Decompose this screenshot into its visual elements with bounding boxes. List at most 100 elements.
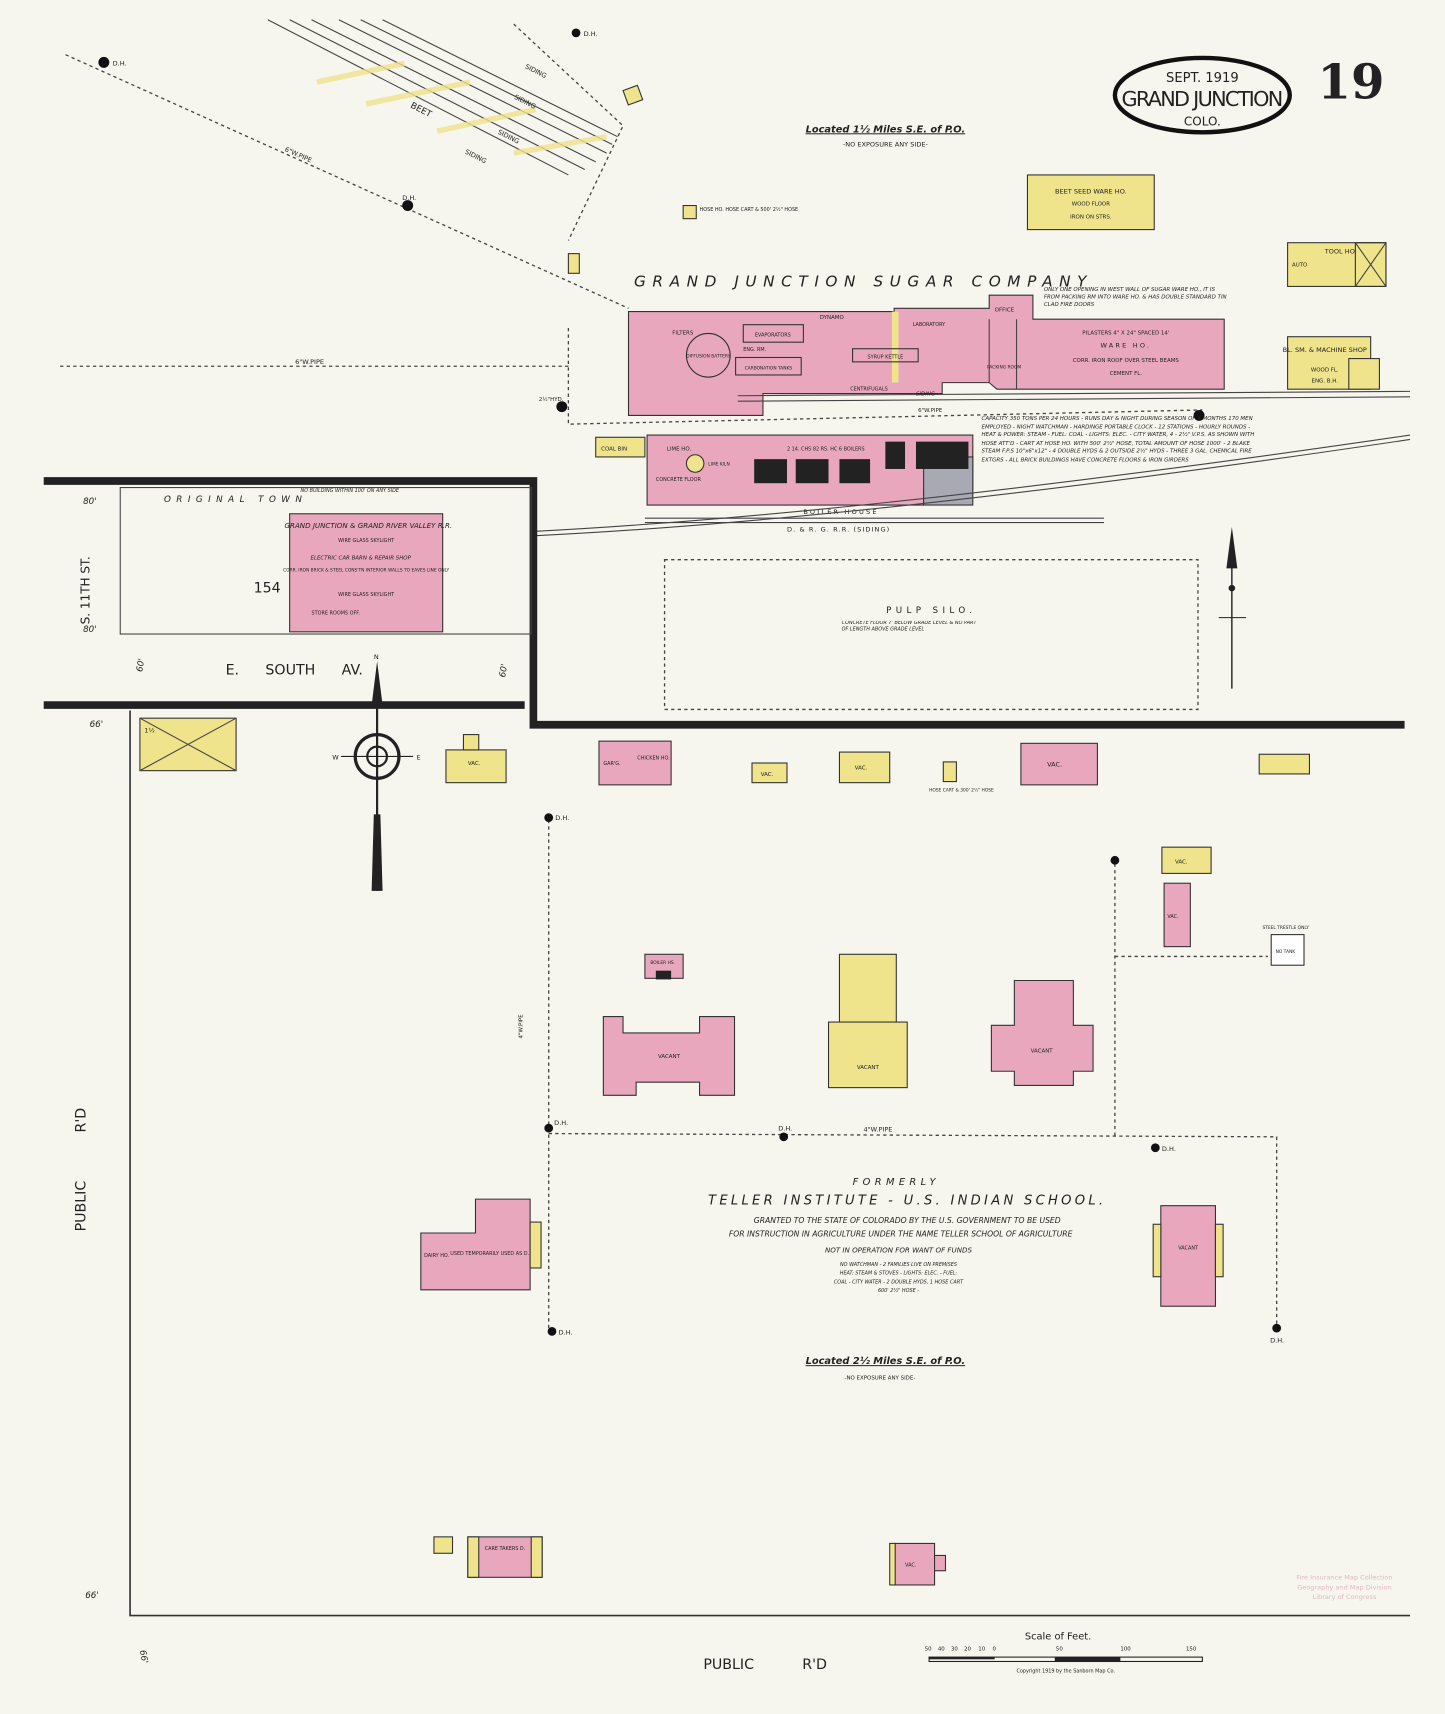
scale-tick: 150 <box>1186 1647 1197 1653</box>
beet-seed-stairs: IRON ON STRS. <box>1070 215 1112 221</box>
garage-chicken-house: GAR'G. CHICKEN HO. <box>598 740 672 786</box>
no-tank-label: NO TANK <box>1276 949 1296 955</box>
siding-label: SIDING <box>916 392 935 398</box>
water-pipe <box>65 54 629 309</box>
sugar-factory: FILTERS DIFFUSION BATTERY EVAPORATORS CA… <box>627 294 1225 416</box>
skylight-label: WIRE GLASS SKYLIGHT <box>338 538 395 544</box>
street-width: 80' <box>83 497 97 507</box>
concrete-floor-label: CONCRETE FLOOR <box>656 477 702 483</box>
street-width: 66' <box>90 720 104 730</box>
dh-label: D.H. <box>1162 1145 1176 1153</box>
rr-siding-label: D. & R. G. R.R. (SIDING) <box>787 525 890 533</box>
formerly-label: FORMERLY <box>853 1177 940 1188</box>
vac-label: VAC. <box>855 766 868 772</box>
west-wall-note-wrap: ONLY ONE OPENING IN WEST WALL OF SUGAR W… <box>1044 286 1227 308</box>
dairy-label: DAIRY HO. <box>424 1253 449 1259</box>
warehouse-label: WARE HO. <box>1100 342 1151 350</box>
dh-label: D.H. <box>555 814 569 822</box>
pipe-label: 6"W.PIPE <box>295 358 324 366</box>
title-state: COLO. <box>1184 115 1221 129</box>
compass-e: E <box>416 754 420 762</box>
pipe-label: 6"W.PIPE <box>918 408 943 414</box>
stamp-line: Geography and Map Division <box>1297 1583 1391 1591</box>
loc-stamp: Fire Insurance Map Collection Geography … <box>1296 1574 1392 1602</box>
vacant-house: VAC. <box>445 734 507 784</box>
vacant-label: VACANT <box>658 1054 681 1060</box>
vacant-southeast: VACANT <box>1152 1205 1224 1307</box>
filters-label: FILTERS <box>672 331 694 337</box>
teller-grant-1: GRANTED TO THE STATE OF COLORADO BY THE … <box>754 1216 1061 1225</box>
hydrant-icon <box>571 28 581 38</box>
warehouse-floor: CEMENT FL. <box>1110 371 1143 377</box>
pipe-label: 4"W.PIPE <box>518 1014 524 1039</box>
siding-track <box>737 390 1411 397</box>
vacant-building: VAC. <box>1020 742 1098 786</box>
water-pipe <box>567 327 1203 425</box>
skylight-label: WIRE GLASS SKYLIGHT <box>338 592 395 598</box>
street-public-rd-west: PUBLIC R'D <box>73 1108 89 1232</box>
office-label: OFFICE <box>995 308 1015 314</box>
rr-company-label: GRAND JUNCTION & GRAND RIVER VALLEY R.R. <box>285 521 453 530</box>
vac-east-2: VAC. <box>1163 882 1191 948</box>
pipe-label: 4"W.PIPE <box>864 1125 893 1133</box>
compass-n: N <box>374 653 379 661</box>
hydrant-icon <box>1193 409 1205 421</box>
small-shed <box>567 253 580 274</box>
scale-tick: 100 <box>1120 1647 1131 1653</box>
hydrants <box>544 813 1282 1336</box>
capacity-note: CAPACITY 350 TONS PER 24 HOURS - RUNS DA… <box>981 415 1255 464</box>
scale-tick: 10 <box>978 1647 985 1653</box>
vacant-label: VACANT <box>1178 1245 1199 1251</box>
dormitory: DAIRY HO. USED TEMPORARILY USED AS D. <box>420 1198 542 1291</box>
vacant-shed: VAC. <box>751 762 788 784</box>
teller-note: HEAT: STEAM & STOVES - LIGHTS: ELEC. - F… <box>840 1271 958 1277</box>
sheet-number: 19 <box>1318 54 1385 110</box>
street-width: 80' <box>83 625 97 635</box>
boilers-label: 2 14. CHS 82 RS. HC 6 BOILERS <box>787 446 865 452</box>
north-arrow-icon <box>1218 526 1247 689</box>
capacity-note-wrap: CAPACITY 350 TONS PER 24 HOURS - RUNS DA… <box>981 415 1255 464</box>
dh-label: D.H. <box>778 1124 792 1132</box>
vac-label: VAC. <box>761 772 774 778</box>
garage-label: GAR'G. <box>603 761 621 767</box>
eng-rm-label: ENG. RM. <box>743 347 766 353</box>
machine-shop-label: BL. SM. & MACHINE SHOP <box>1283 346 1367 354</box>
warehouse-roof: CORR. IRON ROOF OVER STEEL BEAMS <box>1073 358 1180 364</box>
hose-house <box>682 205 697 220</box>
original-town-label: ORIGINAL TOWN <box>164 495 307 505</box>
town-boundary <box>43 477 1405 729</box>
title-cartouche: SEPT. 1919 GRAND JUNCTION COLO. <box>1112 55 1292 135</box>
syrup-label: SYRUP KETTLE <box>868 355 904 361</box>
hydrant-icon <box>402 200 414 212</box>
lime-house-label: LIME HO. <box>667 446 692 452</box>
block-number: 154 <box>254 580 281 596</box>
vacant-school-east: VACANT <box>990 979 1094 1086</box>
machine-shop-eng: ENG. B.H. <box>1312 379 1339 385</box>
diffusion-label: DIFFUSION BATTERY <box>686 353 730 359</box>
beet-siding: BEET SIDING SIDING SIDING SIDING <box>267 19 624 241</box>
shed-1-5: 1½ <box>139 717 237 772</box>
title-date: SEPT. 1919 <box>1166 71 1239 86</box>
car-barn-rooms: STORE ROOMS OFF. <box>312 610 361 616</box>
coal-bin-label: COAL BIN <box>601 446 627 452</box>
vac-south: VAC. <box>889 1542 947 1586</box>
trestle-label: STEEL TRESTLE ONLY <box>1262 925 1309 931</box>
boiler-house: COAL BIN LIME HO. LIME KILN CONCRETE FLO… <box>595 434 974 516</box>
carbonation-label: CARBONATION TANKS <box>745 366 793 372</box>
pulp-silo-note: CONCRETE FLOOR 7' BELOW GRADE LEVEL & NO… <box>841 620 977 633</box>
shed <box>1258 753 1311 775</box>
vacant-label: VACANT <box>857 1065 880 1071</box>
warehouse-pilasters: PILASTERS 4" X 24" SPACED 14' <box>1082 331 1169 337</box>
machine-shop: BL. SM. & MACHINE SHOP WOOD FL. ENG. B.H… <box>1283 336 1380 390</box>
vacant-label: VACANT <box>1031 1049 1054 1055</box>
compass-rose-icon: N W E <box>332 653 421 891</box>
dh-label: D.H. <box>554 1119 568 1127</box>
vac-label: VAC. <box>1167 914 1179 920</box>
hose-cart-label: HOSE CART & 300' 2½" HOSE <box>929 786 994 793</box>
scale-tick: 0 <box>992 1647 996 1653</box>
scale-tick: 40 <box>938 1647 945 1653</box>
street-width: 66' <box>85 1591 99 1601</box>
boiler-hs-label: BOILER HS. <box>650 960 675 966</box>
